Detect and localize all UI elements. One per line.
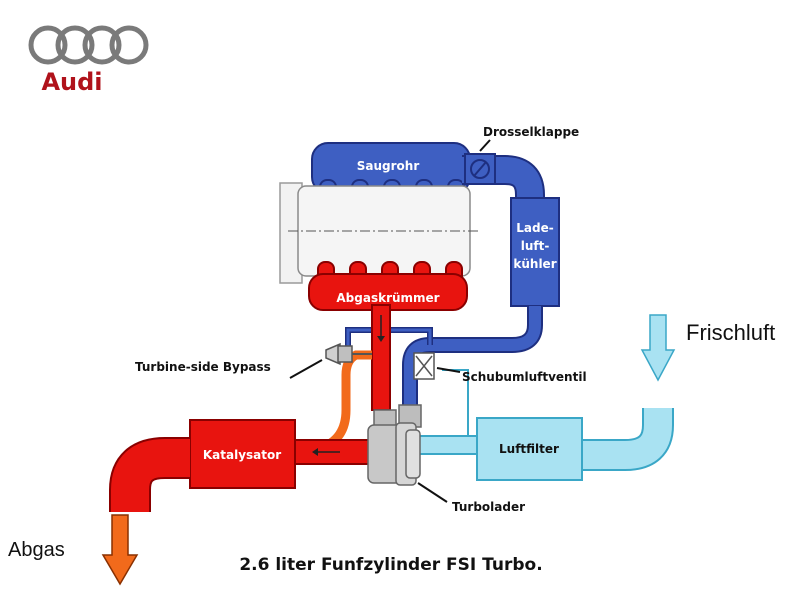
diagram-caption: 2.6 liter Funfzylinder FSI Turbo. [239,555,542,575]
ladeluftkuehler-box [510,197,560,307]
abgas-arrow [101,514,139,586]
wastegate-actuator [325,342,372,366]
exhaust-path [109,261,468,512]
audi-wordmark: Audi [41,68,102,96]
katalysator-box [189,419,296,489]
fresh-air-path [401,369,674,481]
label-drosselklappe: Drosselklappe [483,125,579,139]
label-turbine-bypass: Turbine-side Bypass [135,360,271,374]
frischluft-arrow [640,314,676,382]
label-turbolader: Turbolader [452,500,525,514]
audi-logo: Audi [28,25,149,96]
luftfilter-box [476,417,583,481]
label-ladeluft-2: luft- [521,239,550,253]
leader-lines [289,139,491,503]
label-frischluft: Frischluft [686,320,775,345]
schubumluftventil-valve [413,352,435,380]
label-abgas: Abgas [8,539,65,561]
label-ladeluft-1: Lade- [516,221,553,235]
turbolader [367,404,422,486]
label-luftfilter: Luftfilter [499,442,559,456]
engine-block [279,182,478,284]
label-saugrohr: Saugrohr [357,159,420,173]
label-katalysator: Katalysator [203,448,281,462]
label-ladeluft-3: kühler [513,257,556,271]
label-schubumluftventil: Schubumluftventil [462,370,587,384]
label-abgaskruemmer: Abgaskrümmer [336,291,439,305]
